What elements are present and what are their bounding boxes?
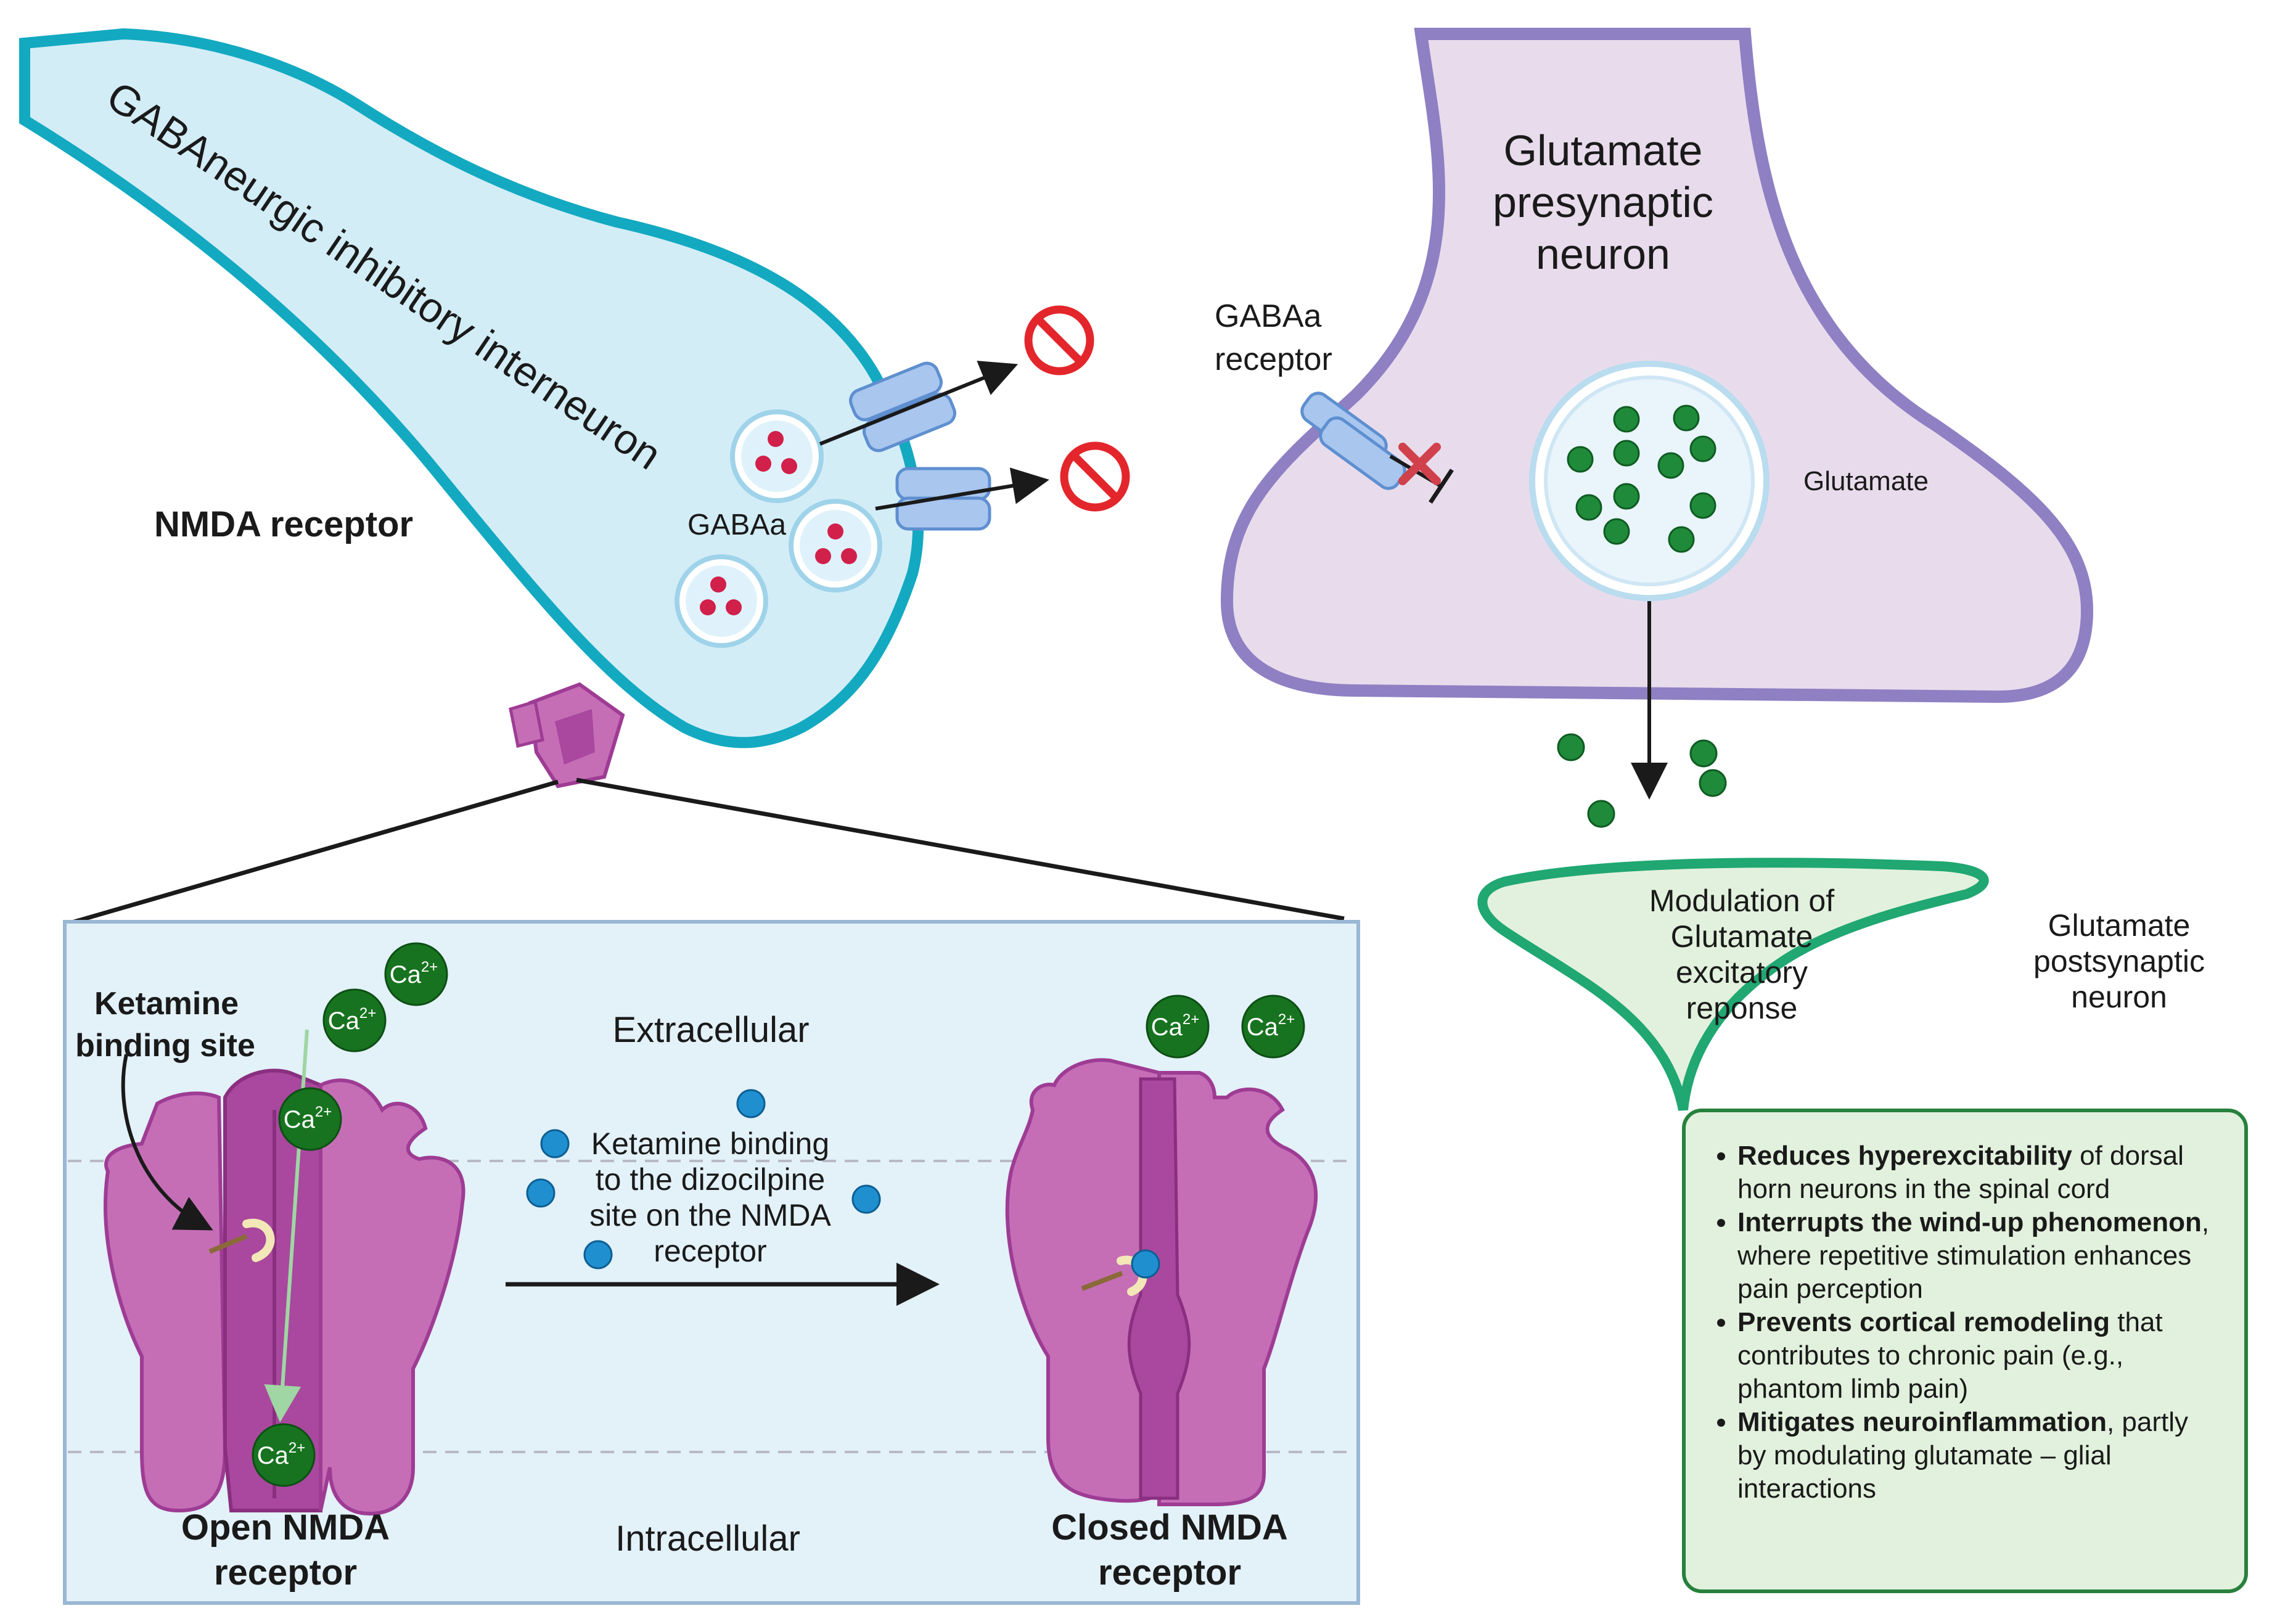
closed-receptor-label-2: receptor [1098, 1552, 1241, 1593]
open-receptor-label-1: Open NMDA [181, 1507, 390, 1548]
modulation-label-2: Glutamate [1671, 919, 1813, 954]
gabaa-release-arrow [819, 361, 1019, 446]
effect-text: of dorsal horn neurons in the spinal cor… [1737, 1141, 2184, 1204]
closed-nmda-receptor [1005, 1058, 1318, 1506]
intracellular-label: Intracellular [615, 1519, 800, 1559]
prohibited-icon [1024, 305, 1094, 375]
binding-label-3: site on the NMDA [589, 1198, 831, 1232]
glutamate-vesicle [1529, 361, 1770, 601]
presynaptic-label-3: neuron [1536, 230, 1670, 278]
effect-title: Prevents cortical remodeling [1737, 1307, 2110, 1337]
gabaa-vesicle-label: GABAa [687, 509, 786, 541]
released-glutamate [1557, 733, 1727, 828]
zoom-line-left [67, 779, 559, 926]
calcium-ion: Ca2+ [1146, 994, 1210, 1059]
gaba-vesicle [730, 409, 824, 503]
prohibited-icon [1060, 441, 1130, 512]
red-x-inhibition-icon [1398, 443, 1441, 485]
presynaptic-label-2: presynaptic [1493, 178, 1713, 226]
nmda-receptor-label: NMDA receptor [154, 504, 413, 544]
ketamine-site-arrow [121, 1054, 213, 1231]
ketamine-site-label-2: binding site [75, 1028, 255, 1064]
extracellular-label: Extracellular [612, 1010, 809, 1050]
calcium-ion: Ca2+ [252, 1423, 316, 1487]
closed-receptor-label-1: Closed NMDA [1051, 1507, 1287, 1548]
calcium-ion: Ca2+ [384, 942, 448, 1006]
effect-item: Interrupts the wind-up phenomenon, where… [1737, 1206, 2220, 1306]
gabaa-receptor-label-1: GABAa [1215, 298, 1321, 334]
effect-item: Mitigates neuroinflammation, partly by m… [1737, 1406, 2220, 1506]
ketamine-bound [1081, 1249, 1160, 1296]
effect-text: , where repetitive stimulation enhances … [1737, 1207, 2210, 1304]
modulation-label-1: Modulation of [1649, 884, 1834, 918]
postsynaptic-label-1: Glutamate [2048, 908, 2191, 943]
binding-label-1: Ketamine binding [591, 1126, 829, 1161]
glutamate-dots [1567, 404, 1716, 553]
gabaa-receptor-label-2: receptor [1215, 342, 1332, 377]
postsynaptic-neuron [1477, 858, 1989, 1111]
postsynaptic-neuron-body [1477, 858, 1989, 1111]
effects-box: Reduces hyperexcitability of dorsal horn… [1682, 1109, 2248, 1593]
effect-text: , partly by modulating glutamate – glial… [1737, 1407, 2188, 1504]
zoom-line-right [576, 777, 1345, 921]
binding-label-2: to the dizocilpine [596, 1162, 825, 1197]
effect-item: Reduces hyperexcitability of dorsal horn… [1737, 1139, 2220, 1206]
effect-item: Prevents cortical remodeling that contri… [1737, 1306, 2220, 1406]
gaba-vesicle [789, 499, 882, 593]
open-receptor-label-2: receptor [214, 1552, 357, 1593]
inhibition-bar [1429, 469, 1454, 504]
ketamine-binding-pocket [208, 1218, 275, 1262]
calcium-ions: Ca2+Ca2+Ca2+Ca2+Ca2+Ca2+ [252, 942, 1305, 1487]
effect-title: Reduces hyperexcitability [1737, 1141, 2072, 1171]
calcium-ion-label: Ca2+ [390, 959, 438, 988]
calcium-ion: Ca2+ [1241, 994, 1305, 1059]
presynaptic-label-1: Glutamate [1504, 126, 1703, 174]
effects-list: Reduces hyperexcitability of dorsal horn… [1698, 1139, 2220, 1506]
effect-title: Interrupts the wind-up phenomenon [1737, 1207, 2202, 1237]
ketamine-molecules [526, 1089, 881, 1269]
gabaa-channel [849, 361, 956, 453]
postsynaptic-label-2: postsynaptic [2033, 944, 2205, 978]
modulation-label-3: excitatory [1676, 955, 1808, 990]
ketamine-site-label-1: Ketamine [94, 986, 239, 1022]
calcium-ion: Ca2+ [322, 988, 387, 1052]
gabaa-release-arrow [875, 467, 1049, 511]
modulation-label-4: reponse [1686, 991, 1798, 1025]
nmda-receptor-small [509, 682, 625, 789]
postsynaptic-label-3: neuron [2071, 980, 2167, 1014]
calcium-ion-label: Ca2+ [1247, 1011, 1295, 1041]
glutamate-label: Glutamate [1803, 466, 1929, 496]
effect-title: Mitigates neuroinflammation [1737, 1407, 2107, 1437]
gaba-vesicle [675, 554, 768, 648]
calcium-ion: Ca2+ [278, 1087, 342, 1151]
calcium-ion-label: Ca2+ [257, 1440, 306, 1469]
binding-label-4: receptor [654, 1234, 766, 1268]
effect-text: that contributes to chronic pain (e.g., … [1737, 1307, 2163, 1404]
